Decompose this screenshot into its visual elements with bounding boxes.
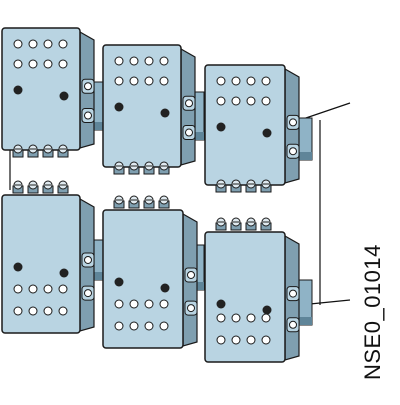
contact-hole xyxy=(246,96,256,106)
terminal-block xyxy=(1,180,95,334)
contact-hole xyxy=(246,313,256,323)
contact-hole xyxy=(144,56,154,66)
contact-hole xyxy=(144,299,154,309)
contact-hole xyxy=(58,306,68,316)
contact-hole xyxy=(129,299,139,309)
side-clamp-hole xyxy=(289,147,297,156)
contact-hole xyxy=(231,76,241,86)
side-clamp-hole xyxy=(84,289,92,298)
contact-hole xyxy=(28,59,38,69)
contact-hole xyxy=(144,76,154,86)
contact-hole xyxy=(261,76,271,86)
mounting-hole xyxy=(59,268,69,278)
terminal-block-face xyxy=(102,44,182,168)
mounting-hole xyxy=(160,108,170,118)
contact-hole xyxy=(114,321,124,331)
contact-hole xyxy=(43,306,53,316)
contact-hole xyxy=(159,76,169,86)
terminal-block-face xyxy=(204,64,286,186)
contact-hole xyxy=(28,306,38,316)
contact-hole xyxy=(246,76,256,86)
contact-hole xyxy=(129,76,139,86)
terminal-block xyxy=(102,195,198,349)
terminal-block-face xyxy=(102,209,184,349)
drawing-code-label: NSE0_01014 xyxy=(360,244,385,380)
contact-hole xyxy=(129,321,139,331)
contact-hole xyxy=(28,39,38,49)
contact-hole xyxy=(261,96,271,106)
side-clamp-hole xyxy=(185,99,193,108)
contact-hole xyxy=(114,56,124,66)
contact-hole xyxy=(28,284,38,294)
side-clamp-hole xyxy=(289,320,297,329)
contact-hole xyxy=(216,76,226,86)
contact-hole xyxy=(159,299,169,309)
contact-hole xyxy=(13,306,23,316)
contact-hole xyxy=(246,335,256,345)
mounting-hole xyxy=(13,85,23,95)
side-clamp-hole xyxy=(187,304,195,313)
mounting-hole xyxy=(160,283,170,293)
contact-hole xyxy=(231,96,241,106)
side-clamp-hole xyxy=(84,82,92,91)
terminal-block-face xyxy=(204,231,286,363)
contact-hole xyxy=(58,59,68,69)
contact-hole xyxy=(159,321,169,331)
terminal-block xyxy=(1,27,95,158)
mounting-hole xyxy=(216,299,226,309)
contact-hole xyxy=(43,284,53,294)
contact-hole xyxy=(129,56,139,66)
contact-hole xyxy=(216,96,226,106)
side-clamp-hole xyxy=(84,111,92,120)
terminal-block xyxy=(204,217,300,363)
contact-hole xyxy=(159,56,169,66)
contact-hole xyxy=(231,335,241,345)
contact-hole xyxy=(58,39,68,49)
mounting-hole xyxy=(59,91,69,101)
contact-hole xyxy=(144,321,154,331)
mounting-hole xyxy=(114,102,124,112)
mounting-hole xyxy=(262,128,272,138)
mounting-hole xyxy=(114,277,124,287)
mounting-hole xyxy=(13,262,23,272)
contact-hole xyxy=(43,59,53,69)
terminal-block-face xyxy=(1,194,81,334)
contact-hole xyxy=(114,76,124,86)
busbar-rail-shade xyxy=(290,317,312,325)
contact-hole xyxy=(13,284,23,294)
contact-hole xyxy=(216,335,226,345)
mounting-hole xyxy=(216,122,226,132)
side-clamp-hole xyxy=(289,118,297,127)
contact-hole xyxy=(58,284,68,294)
side-clamp-hole xyxy=(187,270,195,279)
terminal-block xyxy=(102,44,196,175)
contact-hole xyxy=(216,313,226,323)
busbar-rail-shade xyxy=(290,152,312,160)
terminal-block xyxy=(204,64,300,193)
contact-hole xyxy=(43,39,53,49)
side-clamp-hole xyxy=(185,128,193,137)
contact-hole xyxy=(231,313,241,323)
side-clamp-hole xyxy=(84,255,92,264)
terminal-blocks xyxy=(1,27,300,363)
side-clamp-hole xyxy=(289,289,297,298)
contact-hole xyxy=(114,299,124,309)
connection-wire xyxy=(299,102,351,121)
contact-hole xyxy=(261,313,271,323)
contact-hole xyxy=(13,39,23,49)
terminal-block-face xyxy=(1,27,81,151)
contact-hole xyxy=(261,335,271,345)
mounting-hole xyxy=(262,305,272,315)
contact-hole xyxy=(13,59,23,69)
